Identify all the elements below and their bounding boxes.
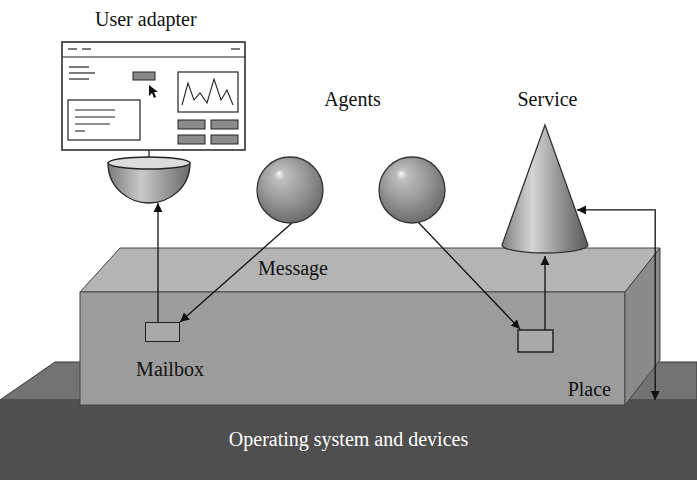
os-band: Operating system and devices [0, 400, 697, 480]
mailbox-symbol [518, 330, 553, 352]
place-box: Place Mailbox [80, 292, 625, 405]
agent-spheres: Agents [255, 85, 450, 225]
user-adapter-art [55, 5, 250, 210]
user-adapter-label: User adapter [95, 7, 197, 31]
service-cone-label: Service [495, 87, 600, 111]
platform-front [0, 400, 697, 480]
delivery-arrow [544, 256, 545, 330]
mailbox-label: Mailbox [128, 357, 212, 381]
user-adapter: User adapter [55, 5, 250, 210]
os-band-label: Operating system and devices [0, 427, 697, 451]
mailbox-symbol [145, 322, 180, 342]
service-cone: Service [495, 85, 600, 255]
connector-arrow [157, 203, 158, 322]
service-cone-art [495, 85, 600, 255]
free-label: Message [258, 256, 328, 280]
place-top [80, 248, 660, 292]
mailbox: Mailbox [128, 322, 212, 382]
connector-arrow [577, 210, 655, 400]
place-box-label: Place [568, 377, 611, 401]
agent-spheres-label: Agents [255, 87, 450, 111]
place-front [80, 292, 625, 405]
